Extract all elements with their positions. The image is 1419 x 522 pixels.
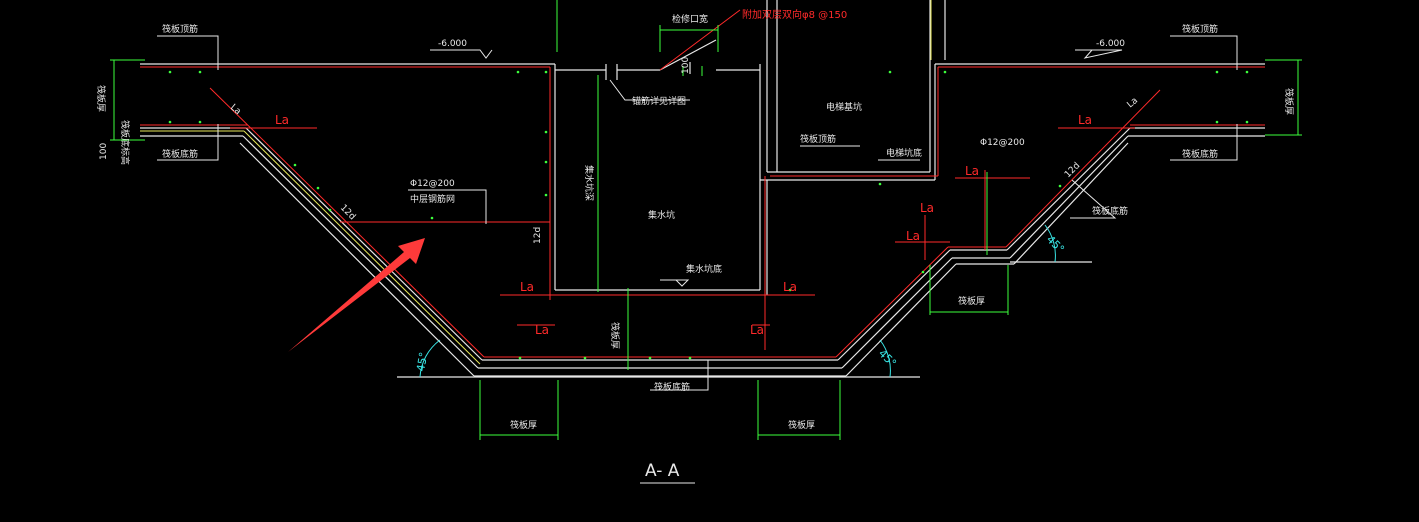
top-left-note: 筏板顶筋 [162, 23, 198, 35]
dimension-lines [110, 0, 1302, 440]
pit-outline [140, 0, 1265, 378]
angle-arcs [419, 224, 1056, 378]
la-10: La [228, 103, 242, 117]
rebar-lines [140, 9, 1265, 358]
rebar-right: Φ12@200 [980, 138, 1025, 148]
angle-left: 45° [414, 351, 430, 372]
la-6: La [750, 323, 764, 337]
raft-bottom-r: 筏板底筋 [1092, 205, 1128, 217]
sump-wall: 筏板厚 [609, 322, 621, 349]
leader-lines [157, 35, 1238, 391]
la-1: La [275, 113, 289, 127]
yellow-edges [140, 0, 932, 365]
sump-depth: 集水坑深 [583, 165, 595, 201]
raft-thick: 筏板厚 [510, 419, 537, 431]
dim-100-top: 100 [681, 57, 691, 74]
sump-bottom: 集水坑底 [686, 263, 722, 275]
dim-100-left: 100 [99, 143, 109, 160]
raft-top-r: 筏板顶筋 [800, 133, 836, 145]
la-3: La [520, 280, 534, 294]
elevator-bottom: 电梯坑底 [886, 147, 922, 159]
la-8: La [920, 201, 934, 215]
d12-mid: 12d [533, 227, 543, 244]
angle-right: 45° [1044, 233, 1067, 256]
raft-thick3: 筏板厚 [958, 295, 985, 307]
sump-name: 集水坑 [648, 209, 675, 221]
left-vert2: 筏板底标高 [119, 120, 131, 165]
la-9: La [906, 229, 920, 243]
angle-mid: 45° [876, 347, 899, 370]
la-4: La [783, 280, 797, 294]
raft-bottom: 筏板底筋 [654, 381, 690, 393]
arrow-marker [288, 238, 425, 352]
la-2: La [1078, 113, 1092, 127]
elev-left: -6.000 [438, 39, 467, 49]
elevator-pit: 电梯基坑 [826, 101, 862, 113]
raft-thick2: 筏板厚 [788, 419, 815, 431]
red-callout: 附加双层双向φ8 @150 [742, 8, 847, 21]
d12-right: 12d [1063, 161, 1082, 180]
mid-rebar-note: 中层钢筋网 [410, 193, 455, 205]
rebar-mid: Φ12@200 [410, 179, 455, 189]
elev-right: -6.000 [1096, 39, 1125, 49]
top-right-note: 筏板顶筋 [1182, 23, 1218, 35]
bottom-right-note: 筏板底筋 [1182, 148, 1218, 160]
right-vert: 筏板厚 [1283, 88, 1295, 115]
la-7: La [965, 164, 979, 178]
rebar-dots [168, 70, 1249, 360]
left-vert: 筏板厚 [95, 85, 107, 112]
d12-left: 12d [338, 203, 357, 222]
la-11: La [1126, 96, 1140, 110]
bottom-left-note: 筏板底筋 [162, 148, 198, 160]
section-title: A- A [645, 461, 680, 481]
corner-note: 锚筋详见详图 [632, 95, 686, 107]
la-5: La [535, 323, 549, 337]
slot-note: 检修口宽 [672, 13, 708, 25]
